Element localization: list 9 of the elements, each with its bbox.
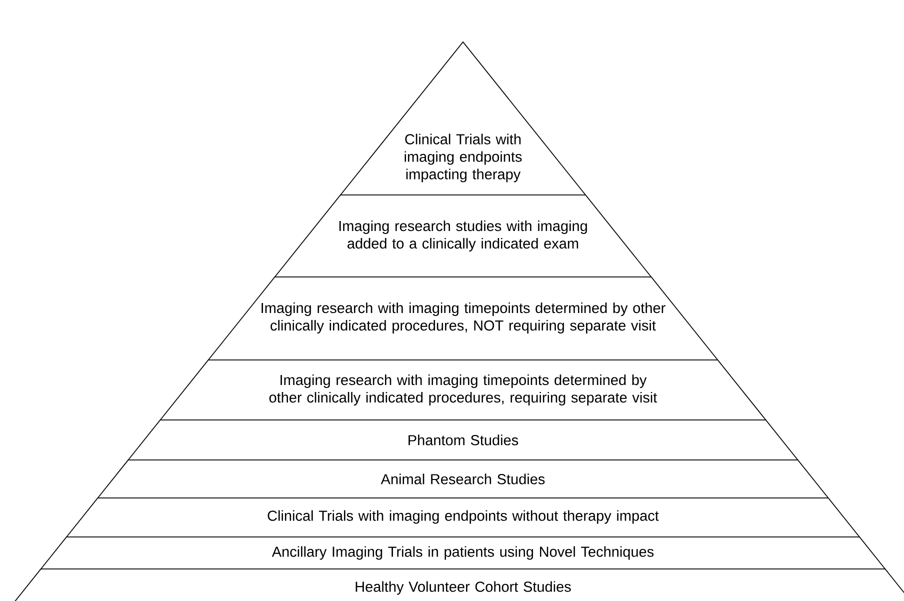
level-label: Healthy Volunteer Cohort Studies <box>356 581 571 595</box>
level-label: Imaging research with imaging timepoints determined by other clinically indicated procedures, NOT requiring separate visit <box>262 302 666 334</box>
level-label: Imaging research with imaging timepoints determined by other clinically indicated procedures, requiring separate visit <box>269 374 658 406</box>
level-label: Ancillary Imaging Trials in patients using Novel Techniques <box>272 546 654 560</box>
level-label: Clinical Trials with imaging endpoints without therapy impact <box>268 510 659 524</box>
level-label: Imaging research studies with imaging added to a clinically indicated exam <box>339 220 587 252</box>
level-label: Phantom Studies <box>408 434 518 446</box>
level-label: Clinical Trials with imaging endpoints impacting therapy <box>404 134 522 182</box>
level-label: Animal Research Studies <box>380 474 545 484</box>
